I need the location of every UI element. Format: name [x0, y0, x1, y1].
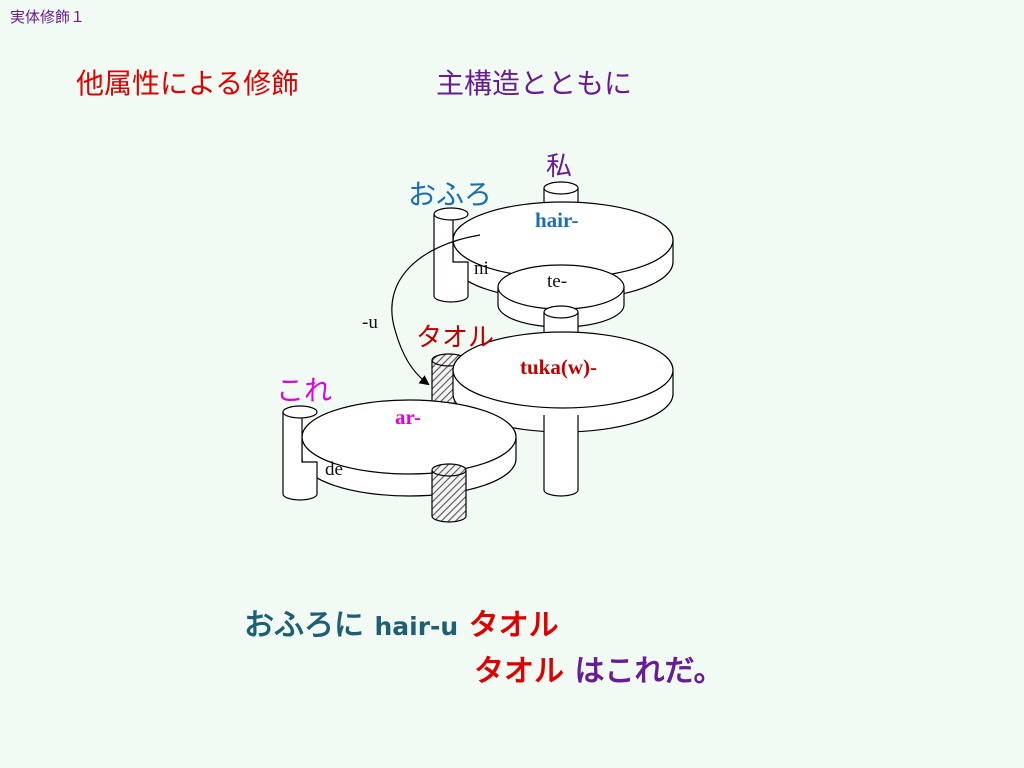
- label-ni: ni: [474, 258, 489, 279]
- sentence-line-2: タオル はこれだ。: [474, 646, 724, 690]
- label-ofuro: おふろ: [408, 180, 492, 211]
- heading-right: 主構造とともに: [436, 67, 633, 100]
- label-ar: ar-: [395, 405, 421, 429]
- slide-corner-label: 実体修飾１: [10, 8, 86, 26]
- u-arrow: [391, 234, 481, 386]
- label-taoru: タオル: [416, 323, 494, 352]
- heading-left: 他属性による修飾: [76, 67, 300, 100]
- label-te: te-: [547, 271, 567, 292]
- label-kore: これ: [276, 376, 332, 407]
- label-watashi: 私: [546, 152, 572, 181]
- sentence2-end: はこれだ。: [574, 654, 724, 689]
- label-hair: hair-: [535, 208, 579, 232]
- ar-bottom-hatched-cylinder: [431, 463, 467, 523]
- kore-cylinder: [282, 405, 318, 501]
- label-tukaw: tuka(w)-: [520, 355, 597, 379]
- sentence-line-1: おふろに hair-u タオル: [244, 600, 559, 644]
- ofuro-cylinder: [433, 207, 469, 303]
- sentence2-red: タオル: [474, 654, 564, 689]
- tukaw-bottom-cylinder: [543, 415, 579, 497]
- sentence1-jp: おふろに: [244, 608, 364, 643]
- sentence1-red: タオル: [468, 608, 559, 643]
- label-u: -u: [362, 312, 378, 333]
- label-de: de: [325, 459, 343, 480]
- tukaw-disk: [452, 331, 674, 433]
- sentence1-en: hair-u: [374, 612, 459, 641]
